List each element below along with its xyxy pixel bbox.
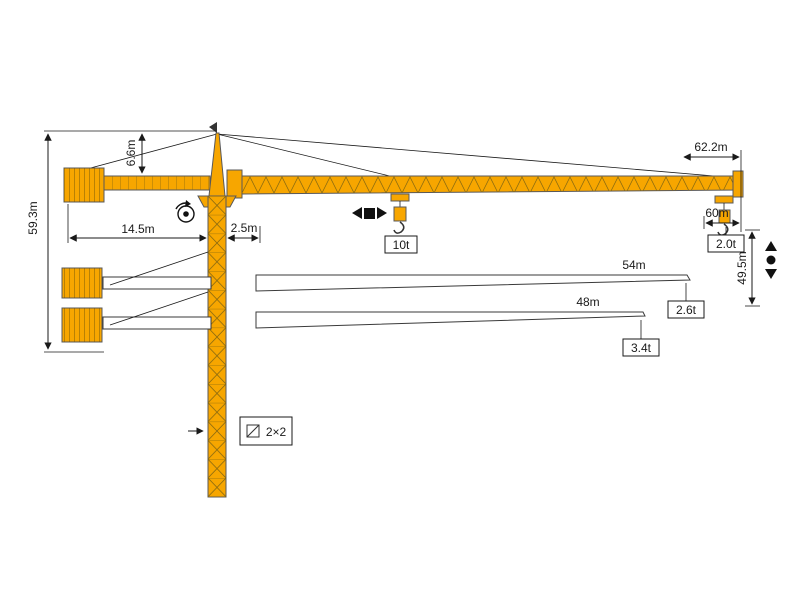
mast-section-icon bbox=[246, 424, 260, 438]
capacity-label-max: 10t bbox=[393, 238, 410, 252]
jib-tip-head bbox=[732, 170, 744, 198]
extension-lines bbox=[44, 130, 760, 353]
hook-icon bbox=[717, 223, 729, 236]
capacity-label-62m: 2.0t bbox=[716, 237, 737, 251]
trolley-travel-icon bbox=[352, 207, 387, 219]
dim-label-jib-48: 48m bbox=[576, 295, 599, 309]
main-jib bbox=[226, 169, 744, 199]
dim-label-counter-jib: 14.5m bbox=[121, 222, 154, 236]
mast-section-callout: 2×2 bbox=[239, 416, 293, 446]
hook-icon bbox=[393, 221, 405, 234]
mast-section-label: 2×2 bbox=[266, 425, 287, 439]
dim-label-tower-head: 6.6m bbox=[124, 140, 138, 167]
capacity-label-48m: 3.4t bbox=[631, 341, 652, 355]
trolley-hook-tip bbox=[714, 195, 734, 236]
slewing-icon bbox=[175, 200, 195, 223]
dimension-lines bbox=[44, 133, 756, 435]
capacity-label-54m: 2.6t bbox=[676, 303, 697, 317]
counterweight-option-48 bbox=[61, 291, 212, 343]
capacity-box-54m: 2.6t bbox=[667, 300, 705, 319]
capacity-box-62m: 2.0t bbox=[707, 234, 745, 253]
apex-flag bbox=[209, 122, 217, 133]
dim-label-max-radius: 62.2m bbox=[694, 140, 727, 154]
jib-root bbox=[226, 169, 243, 199]
dim-label-jib-foot: 2.5m bbox=[231, 221, 258, 235]
jib-outline-48m bbox=[255, 311, 646, 329]
dim-label-radius-60: 60m bbox=[705, 206, 728, 220]
hoist-updown-icon bbox=[765, 241, 777, 279]
dim-label-hook-height: 49.5m bbox=[735, 251, 749, 284]
capacity-box-max: 10t bbox=[384, 235, 418, 254]
capacity-box-48m: 3.4t bbox=[622, 338, 660, 357]
jib-outline-54m bbox=[255, 274, 691, 292]
tower-mast bbox=[207, 195, 227, 498]
dim-label-total-height: 59.3m bbox=[26, 201, 40, 234]
counterweight-option-54 bbox=[61, 251, 212, 299]
trolley-hook-mid bbox=[390, 193, 410, 234]
dim-label-jib-54: 54m bbox=[622, 258, 645, 272]
